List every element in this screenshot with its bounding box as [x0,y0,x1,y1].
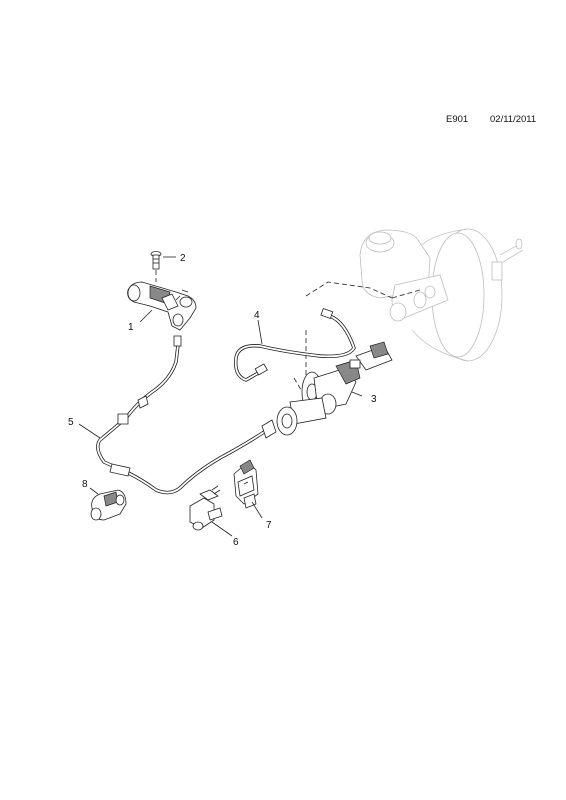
diagram-code: E901 [446,114,469,125]
callout-4: 4 [254,310,260,321]
callout-3: 3 [371,394,377,405]
callout-6: 6 [233,537,239,548]
part-4-pipe [234,307,356,382]
callout-7: 7 [266,520,272,531]
callout-5: 5 [68,417,74,428]
diagram-date: 02/11/2011 [490,114,537,125]
part-2-bolt [150,251,162,282]
callout-2: 2 [180,253,186,264]
callout-8: 8 [82,479,88,490]
brake-booster-ghost [359,228,524,362]
callout-1: 1 [128,322,134,333]
part-3-master-cylinder [276,341,393,436]
part-7-bracket [233,459,259,509]
part-6-fitting [189,485,223,531]
part-8-fitting [90,489,127,521]
part-1-slave-cylinder [127,281,197,331]
callout-labels: 2 1 3 4 5 6 7 8 [68,253,377,548]
part-5-clutch-pipe [96,335,277,495]
leader-lines [78,256,363,537]
